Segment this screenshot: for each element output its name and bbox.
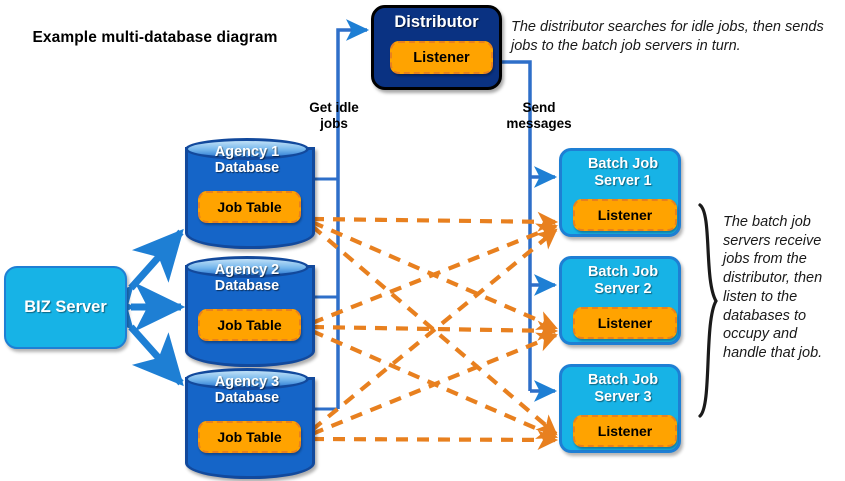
label-get-idle-jobs: Get idle jobs: [309, 100, 359, 132]
page-title: Example multi-database diagram: [32, 29, 278, 46]
note-batch-job-servers: The batch job servers receive jobs from …: [723, 214, 823, 361]
batch-job-server-1-label: Batch Job Server 1: [587, 156, 659, 189]
batch-job-server-3-label: Batch Job Server 3: [587, 372, 659, 405]
agency-3-database-label: Agency 3 Database: [214, 374, 280, 407]
distributor-box[interactable]: Distributor Listener: [371, 5, 502, 90]
diagram-canvas: Example multi-database diagram Distribut…: [4, 5, 824, 479]
batch-job-server-1[interactable]: Batch Job Server 1 Listener: [559, 148, 681, 237]
batch-job-server-2-label: Batch Job Server 2: [587, 264, 659, 297]
listener-2[interactable]: Listener: [573, 307, 677, 339]
label-send-messages: Send messages: [506, 100, 572, 132]
listener-1[interactable]: Listener: [573, 199, 677, 231]
note-distributor: The distributor searches for idle jobs, …: [511, 19, 824, 55]
job-table-3[interactable]: Job Table: [198, 421, 301, 453]
distributor-label: Distributor: [394, 13, 479, 31]
orange-mesh-layer: [291, 205, 559, 451]
listener-3[interactable]: Listener: [573, 415, 677, 447]
distributor-listener[interactable]: Listener: [390, 41, 493, 74]
wire-biz-db3: [81, 276, 184, 387]
batch-job-server-2[interactable]: Batch Job Server 2 Listener: [559, 256, 681, 345]
batch-job-server-3[interactable]: Batch Job Server 3 Listener: [559, 364, 681, 453]
job-table-2[interactable]: Job Table: [198, 309, 301, 341]
agency-1-database-label: Agency 1 Database: [214, 144, 280, 177]
right-curly-brace: [698, 203, 718, 418]
job-table-1[interactable]: Job Table: [198, 191, 301, 223]
agency-2-database-label: Agency 2 Database: [214, 262, 280, 295]
cylinder-top: [185, 138, 309, 160]
mesh-db3-bjs2: [291, 332, 558, 451]
